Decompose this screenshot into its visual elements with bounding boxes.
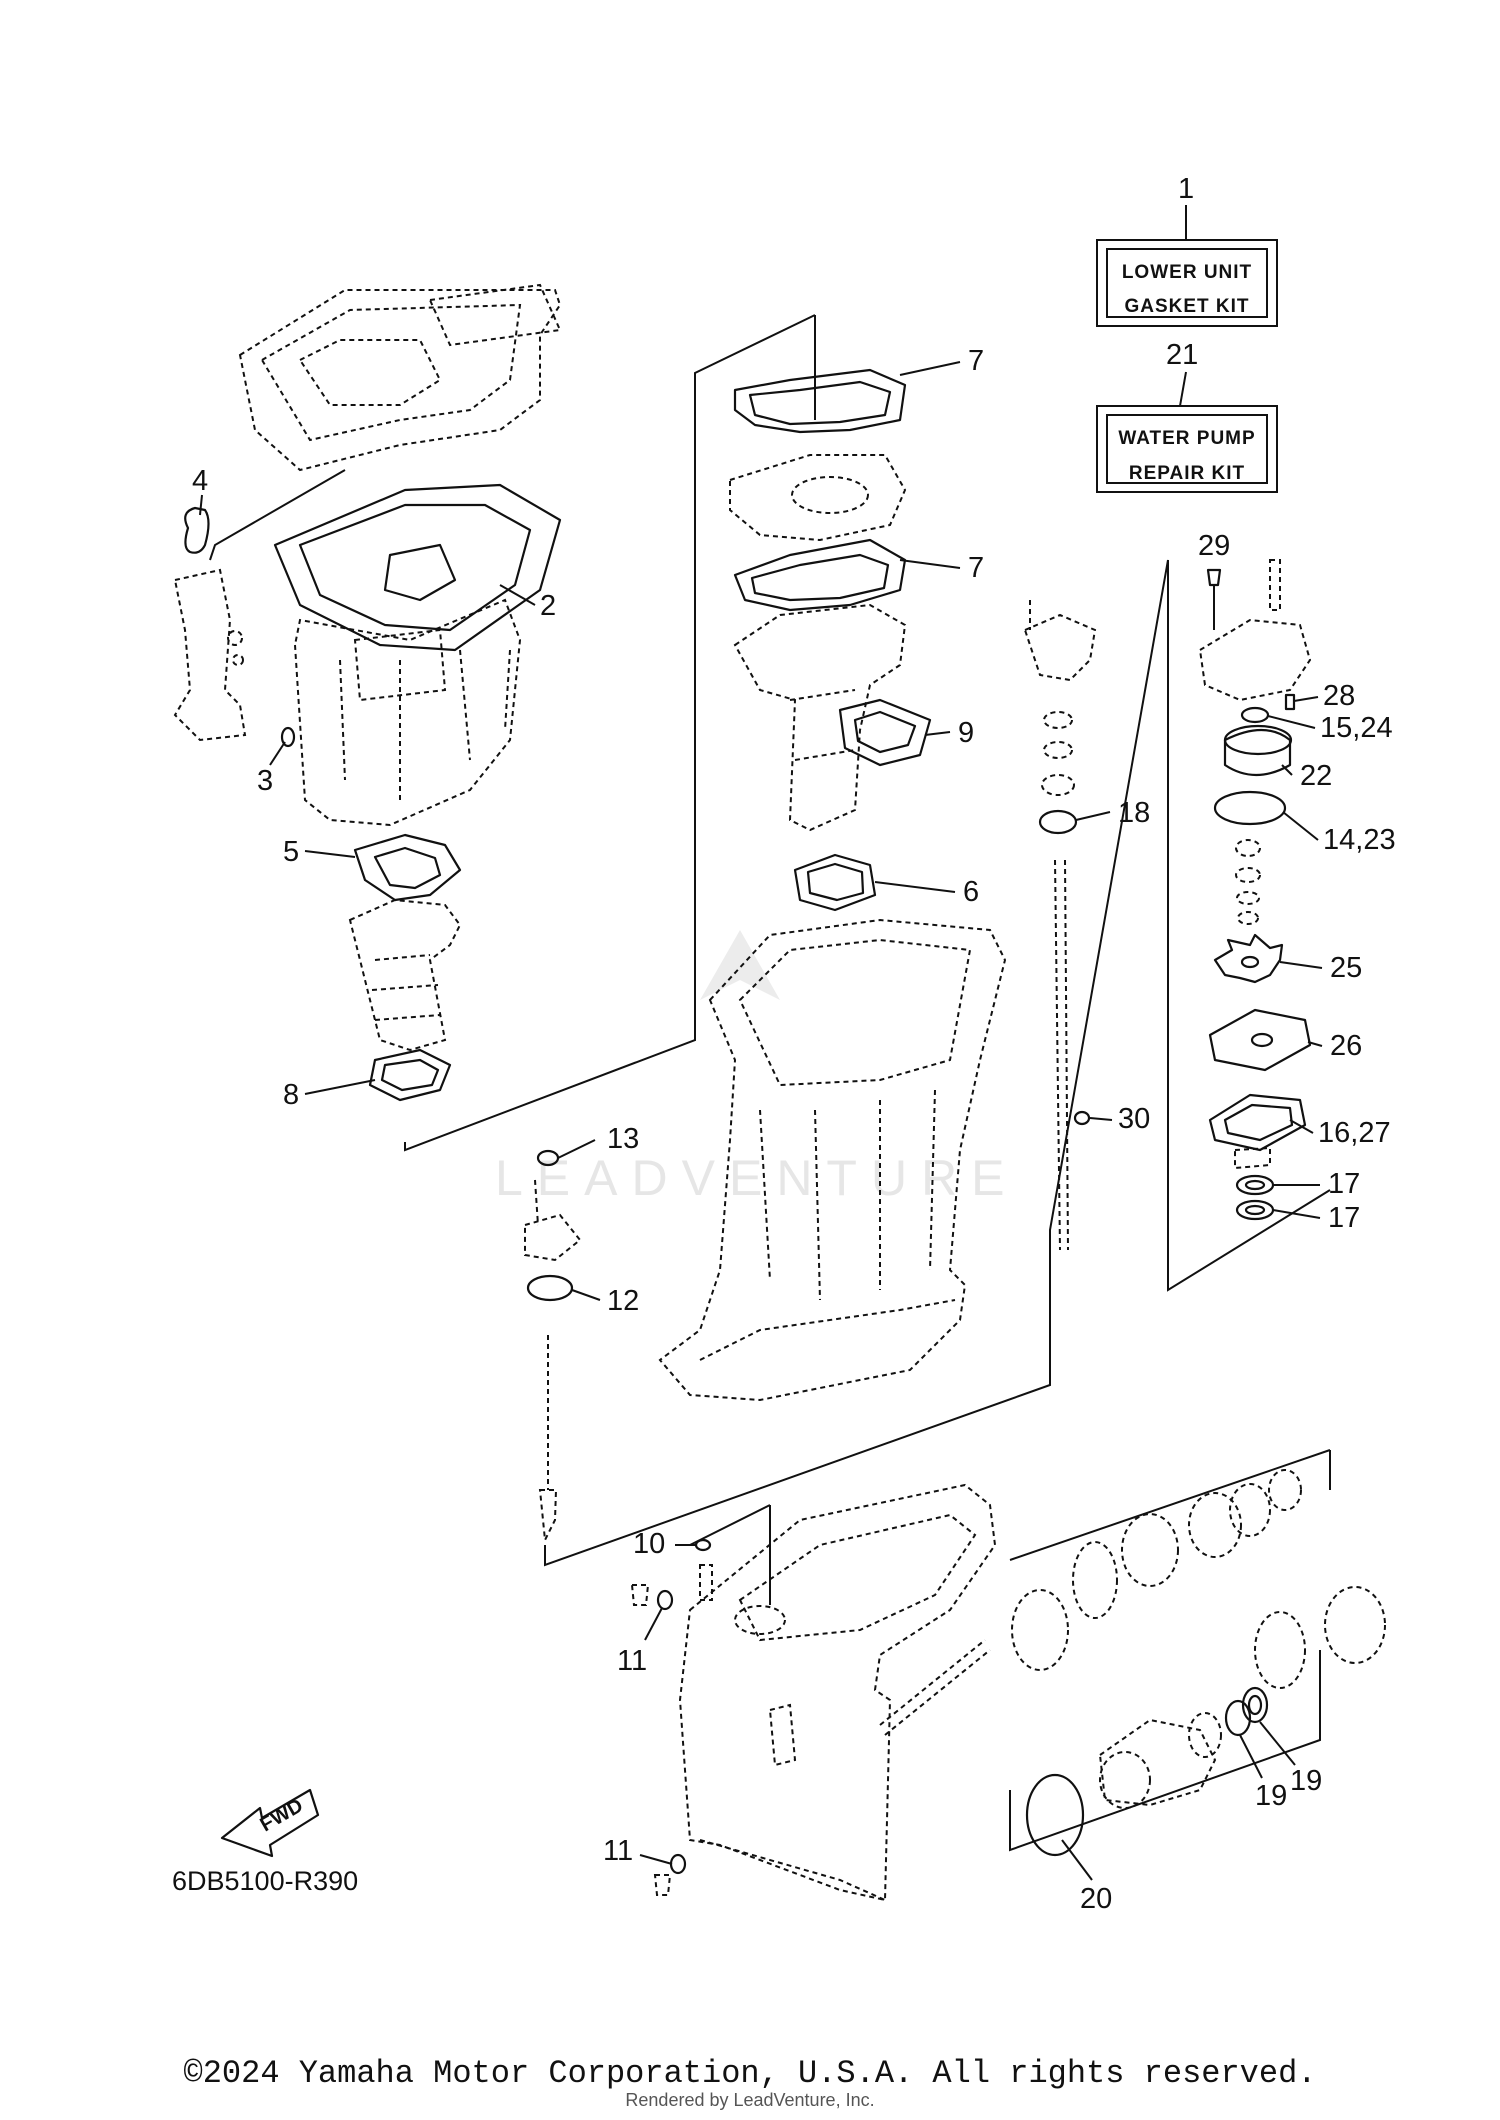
watermark-text: LEADVENTURE [495, 1150, 1019, 1206]
part-4-seal[interactable] [184, 506, 210, 554]
pump-small-parts [1235, 839, 1261, 925]
upper-casing-main [658, 918, 1007, 1402]
part-20-oring[interactable] [1025, 1773, 1085, 1857]
part-22-liner[interactable] [1223, 724, 1293, 776]
part-14-23-oring[interactable] [1213, 790, 1287, 826]
gear-case [678, 1483, 997, 1902]
rendered-by-credit: Rendered by LeadVenture, Inc. [625, 2090, 875, 2110]
callout-19-right: 19 [1290, 1765, 1322, 1797]
callout-4: 4 [192, 465, 208, 497]
callouts: 2 3 4 5 6 7 7 8 9 10 11 11 12 13 14,23 1… [192, 345, 1396, 1915]
callout-10: 10 [633, 1528, 665, 1560]
exhaust-guide [348, 898, 462, 1052]
propeller-shaft [879, 1639, 991, 1736]
part-19-seal-a[interactable] [1224, 1699, 1252, 1737]
drive-shaft-group [1023, 600, 1097, 1251]
shift-rod [538, 1335, 558, 1544]
callout-17-upper: 17 [1328, 1168, 1360, 1200]
part-10-pin[interactable] [694, 1538, 712, 1552]
callout-11-upper: 11 [617, 1645, 647, 1677]
callout-22: 22 [1300, 760, 1332, 792]
part-26-plate[interactable] [1208, 1008, 1312, 1072]
pump-lower-seal [1234, 1146, 1271, 1170]
kit-gasket-line1: LOWER UNIT [1122, 262, 1252, 283]
diagram-reference: 6DB5100-R390 [172, 1866, 358, 1896]
upper-casing [293, 598, 522, 827]
part-3-plug[interactable] [269, 726, 296, 766]
callout-26: 26 [1330, 1030, 1362, 1062]
callout-13: 13 [607, 1123, 639, 1155]
part-6-seal[interactable] [793, 853, 877, 912]
callout-3: 3 [257, 765, 273, 797]
reverse-gear-assembly [1254, 1586, 1386, 1689]
kit-box-water-pump[interactable]: 21 WATER PUMP REPAIR KIT [1096, 339, 1278, 493]
callout-15-24: 15,24 [1320, 712, 1393, 744]
callout-17-lower: 17 [1328, 1202, 1360, 1234]
callout-9: 9 [958, 717, 974, 749]
callout-18: 18 [1118, 797, 1150, 829]
fwd-label: FWD [257, 1795, 307, 1837]
propeller-housing [1098, 1712, 1222, 1809]
guide-lines [209, 314, 1331, 1852]
drive-shaft-housing [733, 603, 907, 832]
callout-6: 6 [963, 876, 979, 908]
part-11-plug-upper[interactable] [656, 1589, 674, 1611]
part-29-bolt[interactable] [1206, 568, 1222, 630]
callout-21: 21 [1166, 339, 1198, 371]
part-16-27-gasket[interactable] [1208, 1093, 1307, 1152]
watermark-logo: LEADVENTURE [495, 930, 1019, 1206]
part-19-seal-b[interactable] [1241, 1686, 1269, 1724]
callout-14-23: 14,23 [1323, 824, 1396, 856]
part-5-gasket[interactable] [353, 833, 462, 902]
part-9-mount[interactable] [838, 698, 932, 767]
part-7-gasket-upper[interactable] [733, 368, 907, 434]
part-17-seal-upper[interactable] [1235, 1174, 1275, 1196]
part-13-grommet[interactable] [536, 1139, 596, 1167]
shift-rod-bracket [524, 1179, 582, 1262]
part-7-gasket-lower[interactable] [733, 538, 907, 612]
copyright-notice: ©2024 Yamaha Motor Corporation, U.S.A. A… [183, 2055, 1317, 2092]
part-18-oring[interactable] [1038, 809, 1078, 835]
part-8-seal[interactable] [368, 1048, 452, 1102]
callout-12: 12 [607, 1285, 639, 1317]
lower-unit-screws [630, 1564, 713, 1606]
callout-1: 1 [1178, 173, 1194, 205]
bracket-assembly [173, 568, 247, 742]
part-17-seal-lower[interactable] [1235, 1199, 1275, 1221]
pinion-shim [1011, 1469, 1302, 1671]
part-28-pin[interactable] [1284, 693, 1296, 711]
callout-30: 30 [1118, 1103, 1150, 1135]
callout-16-27: 16,27 [1318, 1117, 1391, 1149]
callout-29: 29 [1198, 530, 1230, 562]
powerhead-base [238, 283, 562, 472]
callout-5: 5 [283, 836, 299, 868]
kit-pump-line1: WATER PUMP [1118, 428, 1255, 449]
callout-25: 25 [1330, 952, 1362, 984]
kit-pump-line2: REPAIR KIT [1129, 463, 1245, 484]
callout-19-left: 19 [1255, 1780, 1287, 1812]
callout-7-lower: 7 [968, 552, 984, 584]
callout-2: 2 [540, 590, 556, 622]
part-12-oring[interactable] [526, 1274, 574, 1302]
part-25-impeller[interactable] [1213, 933, 1284, 984]
kit-box-gasket[interactable]: 1 LOWER UNIT GASKET KIT [1096, 173, 1278, 327]
callout-20: 20 [1080, 1883, 1112, 1915]
callout-8: 8 [283, 1079, 299, 1111]
callout-7-upper: 7 [968, 345, 984, 377]
kit-gasket-line2: GASKET KIT [1124, 296, 1249, 317]
part-30-pin[interactable] [1073, 1110, 1091, 1126]
fwd-arrow: FWD [220, 1788, 320, 1858]
water-pump-housing [1198, 559, 1312, 702]
callout-28: 28 [1323, 680, 1355, 712]
callout-11-lower: 11 [603, 1835, 633, 1867]
part-2-gasket[interactable] [273, 483, 562, 652]
plate-between-gaskets [729, 454, 907, 542]
part-15-24-oring[interactable] [1240, 706, 1270, 724]
